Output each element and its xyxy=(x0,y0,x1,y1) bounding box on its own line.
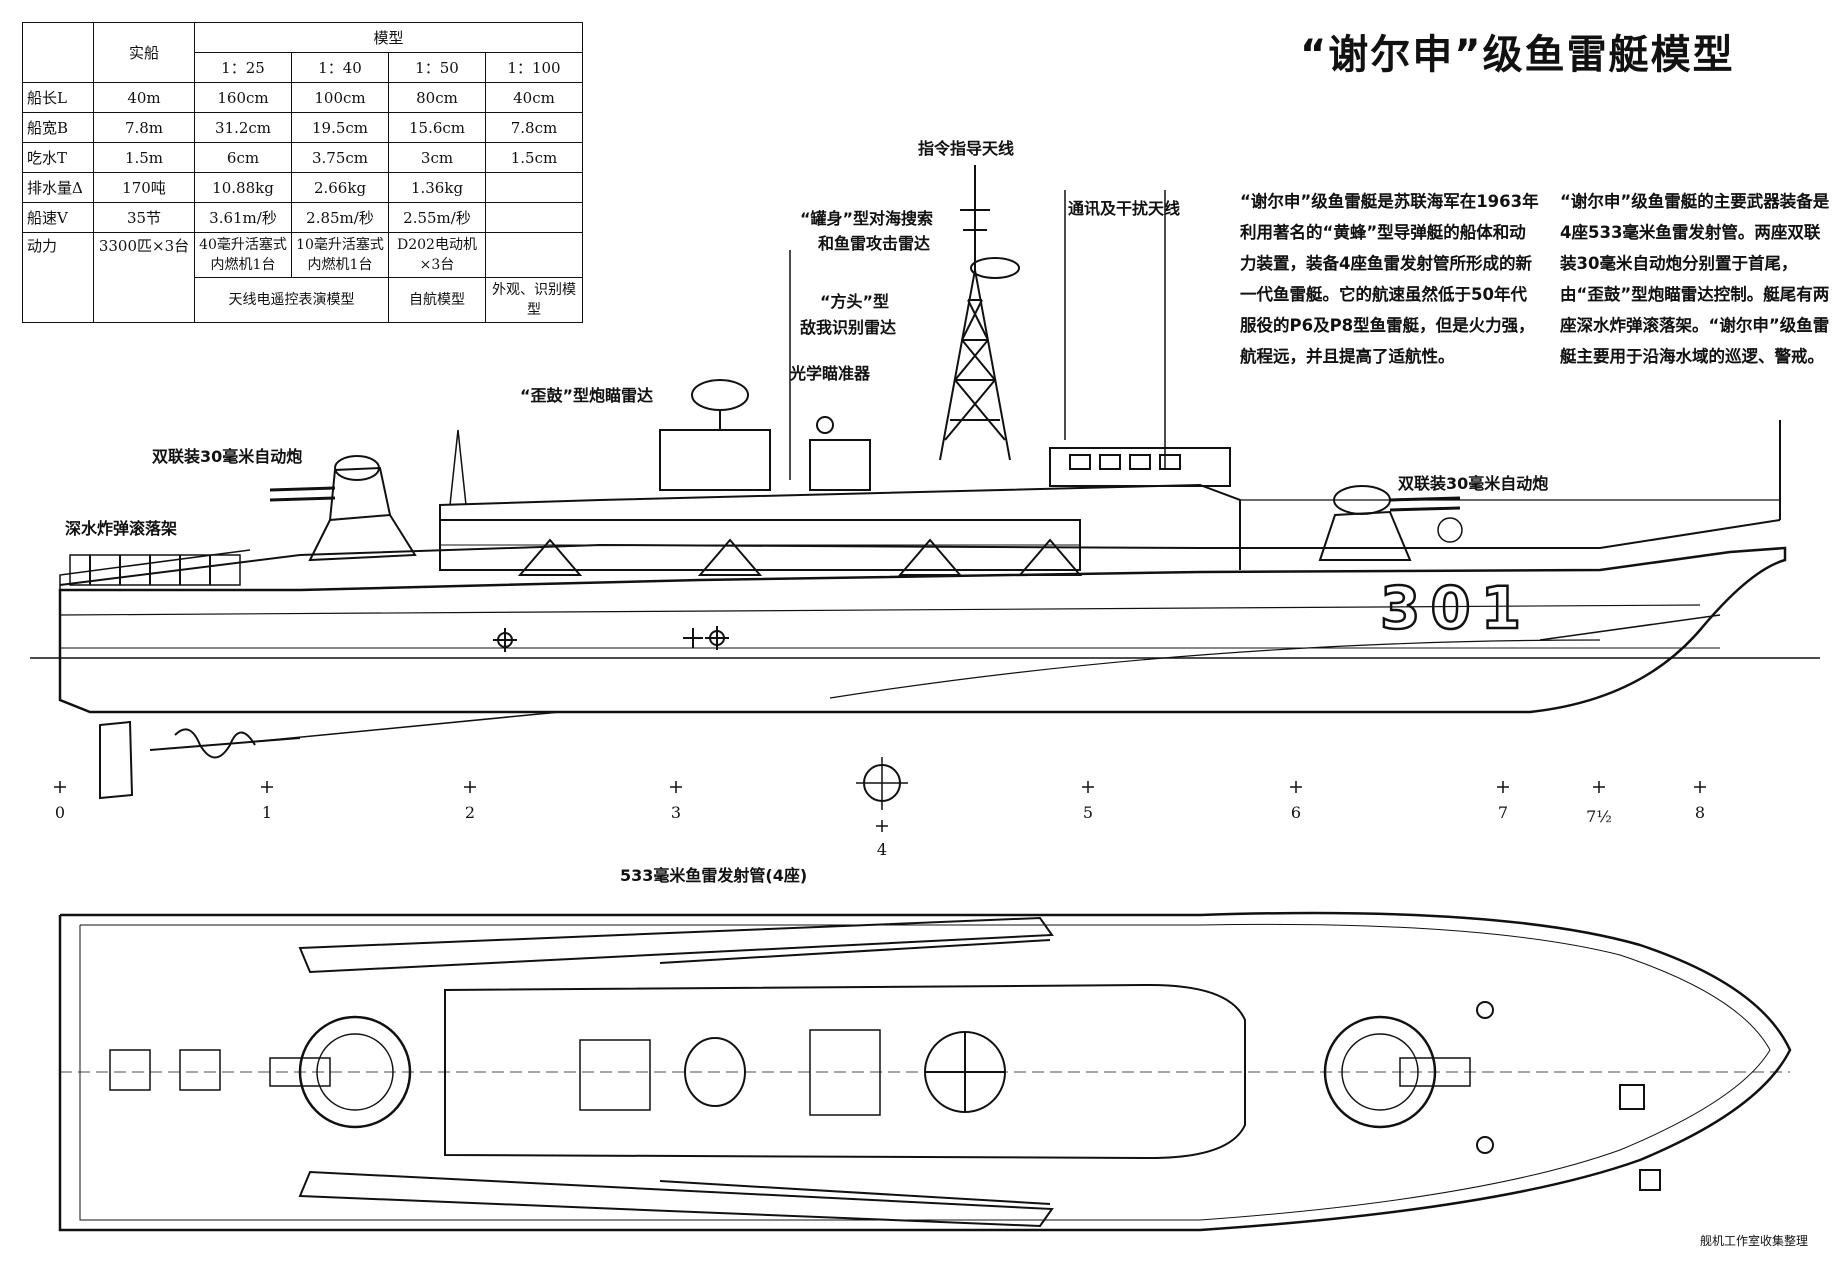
cell xyxy=(485,202,583,233)
description-1: “谢尔申”级鱼雷艇是苏联海军在1963年利用著名的“黄蜂”型导弹艇的船体和动力装… xyxy=(1240,192,1539,366)
cell: 2.66kg xyxy=(291,172,389,203)
lattice-mast xyxy=(939,269,1011,461)
page-title: “谢尔申”级鱼雷艇模型 xyxy=(1300,32,1735,78)
rudder xyxy=(99,720,134,800)
credit: 舰机工作室收集整理 xyxy=(1700,1234,1809,1248)
scale-header: 1：100 xyxy=(485,52,583,83)
station-label: 0 xyxy=(55,803,65,822)
scale-header: 1：50 xyxy=(388,52,486,83)
aft-gun-plan xyxy=(298,1015,412,1129)
cell: 40cm xyxy=(485,82,583,113)
porthole xyxy=(705,626,729,650)
hull-plan xyxy=(58,911,1792,1232)
station-markers xyxy=(54,757,1706,832)
cell: 160cm xyxy=(194,82,292,113)
label-torpedo-tubes: 533毫米鱼雷发射管(4座) xyxy=(620,866,808,885)
station-label: 5 xyxy=(1083,803,1093,822)
label-fire-radar: “歪鼓”型炮瞄雷达 xyxy=(520,386,654,405)
station-label: 8 xyxy=(1695,803,1705,822)
cell: 1.5m xyxy=(93,142,195,173)
station-label: 1 xyxy=(262,803,272,822)
fire-control-radar xyxy=(659,429,771,491)
label-search-radar-2: 和鱼雷攻击雷达 xyxy=(818,234,931,253)
cell: 6cm xyxy=(194,142,292,173)
row-label: 排水量Δ xyxy=(22,172,94,203)
porthole xyxy=(493,628,517,652)
cell: 10.88kg xyxy=(194,172,292,203)
hull-side xyxy=(58,546,1787,714)
cell: 7.8m xyxy=(93,112,195,143)
cell: 40m xyxy=(93,82,195,113)
station-label: 2 xyxy=(465,803,475,822)
label-fwd-gun: 双联装30毫米自动炮 xyxy=(1398,474,1549,493)
label-aft-gun: 双联装30毫米自动炮 xyxy=(152,447,303,466)
cell: 1.36kg xyxy=(388,172,486,203)
corner-cell xyxy=(22,22,94,83)
label-iff-radar-2: 敌我识别雷达 xyxy=(800,318,897,337)
description-2: “谢尔申”级鱼雷艇的主要武器装备是4座533毫米鱼雷发射管。两座双联装30毫米自… xyxy=(1560,192,1830,366)
footer-cell: 自航模型 xyxy=(388,277,486,323)
cell: 10毫升活塞式内燃机1台 xyxy=(291,232,389,278)
cell: 3cm xyxy=(388,142,486,173)
row-label: 船长L xyxy=(22,82,94,113)
header-real: 实船 xyxy=(93,22,195,83)
forward-gun-plan xyxy=(1323,1015,1437,1129)
row-label: 船宽B xyxy=(22,112,94,143)
station-label: 3 xyxy=(671,803,681,822)
station-label: 7 xyxy=(1498,803,1508,822)
cell: 3.61m/秒 xyxy=(194,202,292,233)
cell: 100cm xyxy=(291,82,389,113)
label-command-antenna: 指令指导天线 xyxy=(918,139,1015,158)
spec-table: 实船 模型 1：25 1：40 1：50 1：100 船长L 40m 160cm… xyxy=(22,22,583,323)
propeller xyxy=(174,728,256,759)
header-model: 模型 xyxy=(194,22,583,53)
forward-gun-mount xyxy=(1318,510,1412,561)
label-iff-radar-1: “方头”型 xyxy=(820,292,890,311)
label-comm-antenna: 通讯及干扰天线 xyxy=(1068,199,1181,218)
station-label: 6 xyxy=(1291,803,1301,822)
hull-number: 301 xyxy=(1380,574,1531,642)
optical-director xyxy=(809,439,871,491)
deckhouse-plan xyxy=(444,983,1246,1160)
cell: 7.8cm xyxy=(485,112,583,143)
label-depth-charge: 深水炸弹滚落架 xyxy=(65,519,178,538)
station-label: 4 xyxy=(877,840,887,859)
label-search-radar-1: “罐身”型对海搜索 xyxy=(800,209,934,228)
cell: 40毫升活塞式内燃机1台 xyxy=(194,232,292,278)
footer-cell: 外观、识别模型 xyxy=(485,277,583,323)
row-label: 吃水T xyxy=(22,142,94,173)
cell: 2.55m/秒 xyxy=(388,202,486,233)
superstructure xyxy=(439,483,1241,570)
label-optical-director: 光学瞄准器 xyxy=(790,364,871,383)
cell: 3300匹×3台 xyxy=(93,232,195,323)
torpedo-tube-plan xyxy=(298,916,1054,1228)
station-label: 7½ xyxy=(1586,807,1612,826)
